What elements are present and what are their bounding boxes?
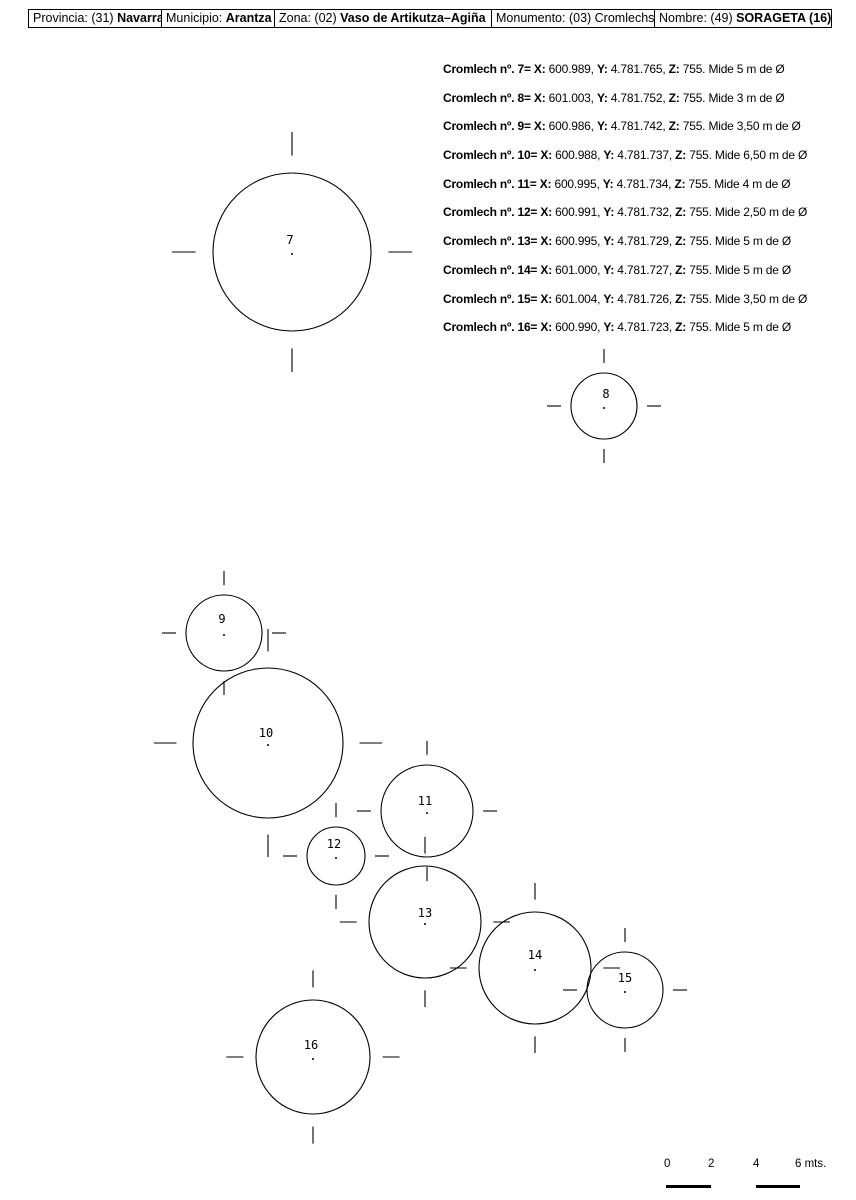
header-provincia: Provincia: (31) Navarra — [29, 10, 162, 27]
coord-row-8: Cromlech nº. 8= X: 601.003, Y: 4.781.752… — [443, 90, 785, 105]
coord-row-13: Cromlech nº. 13= X: 600.995, Y: 4.781.72… — [443, 234, 792, 249]
center-dot-16 — [312, 1058, 314, 1060]
center-dot-14 — [534, 969, 536, 971]
cromlech-label-9: 9 — [218, 612, 225, 626]
center-dot-13 — [424, 923, 426, 925]
coord-row-14: Cromlech nº. 14= X: 601.000, Y: 4.781.72… — [443, 262, 792, 277]
cromlech-ring-13 — [368, 865, 482, 979]
cromlech-ring-7 — [212, 172, 372, 332]
cromlech-label-10: 10 — [259, 726, 273, 740]
cromlech-12: 12 — [283, 803, 389, 909]
cromlech-14: 14 — [449, 882, 621, 1054]
cromlech-ring-15 — [586, 951, 664, 1029]
coord-row-11: Cromlech nº. 11= X: 600.995, Y: 4.781.73… — [443, 176, 791, 191]
record-header: Provincia: (31) Navarra Municipio: Arant… — [28, 9, 832, 28]
coordinates-list: Cromlech nº. 7= X: 600.989, Y: 4.781.765… — [443, 62, 848, 349]
cromlech-label-11: 11 — [418, 794, 432, 808]
center-dot-9 — [223, 634, 225, 636]
cromlech-13: 13 — [339, 836, 511, 1008]
header-municipio: Municipio: Arantza — [162, 10, 275, 27]
header-monumento: Monumento: (03) Cromlechs — [492, 10, 655, 27]
scale-bar-segment-1 — [666, 1185, 711, 1188]
scale-label-0: 0 — [664, 1158, 671, 1170]
cromlech-7: 7 — [171, 131, 413, 373]
center-dot-11 — [426, 812, 428, 814]
coord-row-12: Cromlech nº. 12= X: 600.991, Y: 4.781.73… — [443, 205, 808, 220]
cromlech-ring-10 — [192, 667, 344, 819]
coord-row-9: Cromlech nº. 9= X: 600.986, Y: 4.781.742… — [443, 119, 801, 134]
cromlech-label-8: 8 — [602, 387, 609, 401]
coord-row-16: Cromlech nº. 16= X: 600.990, Y: 4.781.72… — [443, 320, 792, 335]
center-dot-10 — [267, 744, 269, 746]
coord-row-15: Cromlech nº. 15= X: 601.004, Y: 4.781.72… — [443, 291, 808, 306]
center-dot-15 — [624, 991, 626, 993]
scale-bar-segment-3 — [756, 1185, 800, 1188]
cromlech-label-14: 14 — [528, 948, 542, 962]
cromlech-label-13: 13 — [418, 906, 432, 920]
scale-label-4: 4 — [753, 1158, 760, 1170]
cromlech-label-7: 7 — [286, 233, 293, 247]
cromlech-ring-12 — [306, 826, 366, 886]
cromlech-ring-9 — [185, 594, 263, 672]
coord-row-10: Cromlech nº. 10= X: 600.988, Y: 4.781.73… — [443, 148, 808, 163]
cromlech-8: 8 — [547, 349, 661, 463]
cromlech-ring-11 — [380, 764, 474, 858]
header-zona: Zona: (02) Vaso de Artikutza–Agiña — [275, 10, 492, 27]
cromlech-ring-8 — [570, 372, 638, 440]
coord-row-7: Cromlech nº. 7= X: 600.989, Y: 4.781.765… — [443, 62, 785, 76]
scale-label-2: 2 — [708, 1158, 715, 1170]
center-dot-12 — [335, 857, 337, 859]
cromlech-16: 16 — [226, 970, 400, 1144]
center-dot-8 — [603, 407, 605, 409]
cromlech-label-15: 15 — [618, 971, 632, 985]
cromlech-ring-16 — [255, 999, 371, 1115]
cromlech-ring-14 — [478, 911, 592, 1025]
cromlech-10: 10 — [154, 629, 382, 857]
header-nombre: Nombre: (49) SORAGETA (16) — [659, 11, 831, 25]
cromlech-label-12: 12 — [327, 837, 341, 851]
scale-label-6: 6 mts. — [795, 1158, 827, 1170]
cromlech-label-16: 16 — [304, 1038, 318, 1052]
cromlech-11: 11 — [356, 740, 498, 882]
cromlech-15: 15 — [563, 928, 687, 1052]
center-dot-7 — [291, 253, 293, 255]
cromlech-9: 9 — [162, 571, 286, 695]
